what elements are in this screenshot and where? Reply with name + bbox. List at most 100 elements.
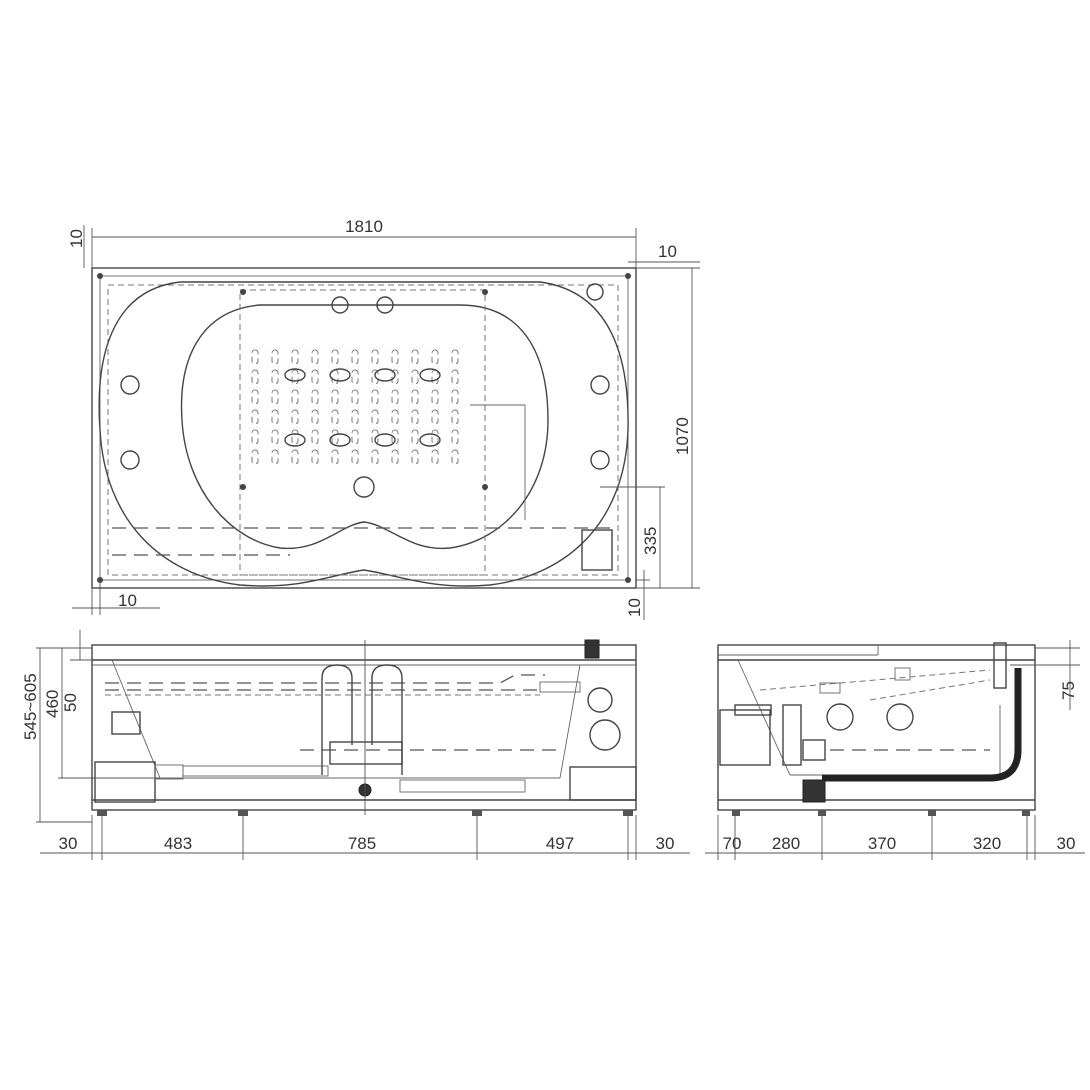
air-jet-slot <box>311 349 319 365</box>
seat-jet <box>419 433 441 447</box>
dim-offset-bottom-right: 10 <box>625 598 644 617</box>
air-jet-slot <box>351 389 359 405</box>
air-jet-slot <box>251 369 259 385</box>
air-jet-slot <box>431 429 439 445</box>
side-dim-bottom-2: 370 <box>868 834 896 853</box>
air-jet-slot <box>271 349 279 365</box>
air-jet-slot <box>291 389 299 405</box>
dim-height-range: 545~605 <box>21 673 40 740</box>
air-jet-slot <box>451 389 459 405</box>
air-jet-slot <box>291 429 299 445</box>
air-jet-slot <box>251 409 259 425</box>
air-jet-slot <box>411 349 419 365</box>
dim-bottom-0: 30 <box>59 834 78 853</box>
air-jet-slot <box>271 449 279 465</box>
air-jet-slot <box>271 409 279 425</box>
air-jet-slot <box>451 429 459 445</box>
side-dim-bottom-0: 70 <box>723 834 742 853</box>
air-jet-slot <box>431 389 439 405</box>
air-jet-slot <box>391 349 399 365</box>
air-jet-slot <box>411 389 419 405</box>
front-frame <box>91 644 637 811</box>
air-jet-slot <box>391 429 399 445</box>
seat-jet <box>419 368 441 382</box>
tub-basin-outline <box>180 304 549 550</box>
air-jet-slot <box>451 369 459 385</box>
air-jet-slot <box>451 449 459 465</box>
air-jet-slot <box>431 449 439 465</box>
seat-jet <box>284 368 306 382</box>
seat-jet <box>329 368 351 382</box>
air-jet-slot <box>331 409 339 425</box>
air-jet-slot <box>331 349 339 365</box>
side-dim-bottom-3: 320 <box>973 834 1001 853</box>
drain-icon <box>353 476 375 498</box>
side-frame <box>717 644 1036 811</box>
air-jet-slot <box>291 369 299 385</box>
pump-motor <box>94 761 156 803</box>
air-jet-slot <box>371 369 379 385</box>
air-jet-slot <box>431 349 439 365</box>
side-dim-bottom-4: 30 <box>1057 834 1076 853</box>
air-jet-slot <box>271 429 279 445</box>
air-jet-slot <box>411 449 419 465</box>
air-jet-slot <box>331 369 339 385</box>
tub-rim-outline <box>98 281 629 587</box>
air-jet-slot <box>351 409 359 425</box>
air-jet-slot <box>251 449 259 465</box>
air-jet-slot <box>291 409 299 425</box>
dim-overall-length: 1810 <box>345 217 383 236</box>
dim-offset-bottom-left: 10 <box>118 591 137 610</box>
air-jet-slot <box>451 409 459 425</box>
dim-bottom-4: 30 <box>656 834 675 853</box>
front-dimensions: 545~605 460 50 30 483 785 497 30 <box>21 630 690 860</box>
air-jet-slot <box>251 349 259 365</box>
side-dim-bottom-1: 280 <box>772 834 800 853</box>
air-jet-slot <box>311 369 319 385</box>
side-support-legs <box>732 810 1030 816</box>
pump-box <box>581 529 613 571</box>
plan-outer-frame <box>91 267 637 589</box>
air-jet-slot <box>431 409 439 425</box>
air-jet-slot <box>371 429 379 445</box>
drain-hose <box>822 668 1022 782</box>
seat-jet <box>329 433 351 447</box>
air-jet-slot <box>331 429 339 445</box>
air-jet-slot <box>311 449 319 465</box>
plan-dimensions: 1810 10 10 1070 335 10 10 <box>67 217 700 620</box>
u-pipe-left <box>321 664 353 775</box>
air-jet-slot <box>271 389 279 405</box>
air-jet-slot <box>351 369 359 385</box>
side-pump-motor <box>719 709 771 766</box>
dim-rim: 50 <box>61 693 80 712</box>
air-jet-slot <box>331 389 339 405</box>
side-view: 75 70 280 370 320 30 <box>705 640 1085 860</box>
air-jet-slot <box>251 429 259 445</box>
side-dimensions: 75 70 280 370 320 30 <box>705 640 1085 860</box>
dim-bottom-1: 483 <box>164 834 192 853</box>
air-jet-slot <box>351 449 359 465</box>
air-jet-slot <box>391 409 399 425</box>
air-jet-slot <box>371 449 379 465</box>
plan-view: 1810 10 10 1070 335 10 10 <box>67 217 700 620</box>
dim-drain-offset: 335 <box>641 527 660 555</box>
air-jet-slot <box>311 389 319 405</box>
air-jet-slot <box>331 449 339 465</box>
air-jet-slot <box>411 369 419 385</box>
air-jet-slot <box>391 449 399 465</box>
front-view: 545~605 460 50 30 483 785 497 30 <box>21 630 690 860</box>
whirlpool-jets <box>120 283 610 470</box>
air-jet-slot <box>431 369 439 385</box>
air-jet-slot <box>251 389 259 405</box>
dim-inner-height: 460 <box>43 690 62 718</box>
air-jet-slot <box>411 409 419 425</box>
air-jet-slot <box>271 369 279 385</box>
air-jet-grid <box>251 349 459 465</box>
air-jet-slot <box>391 389 399 405</box>
air-jet-slot <box>451 349 459 365</box>
air-jet-slot <box>371 409 379 425</box>
dim-side-rim: 75 <box>1059 681 1078 700</box>
dim-offset-top-right: 10 <box>658 242 677 261</box>
air-jet-slot <box>371 389 379 405</box>
